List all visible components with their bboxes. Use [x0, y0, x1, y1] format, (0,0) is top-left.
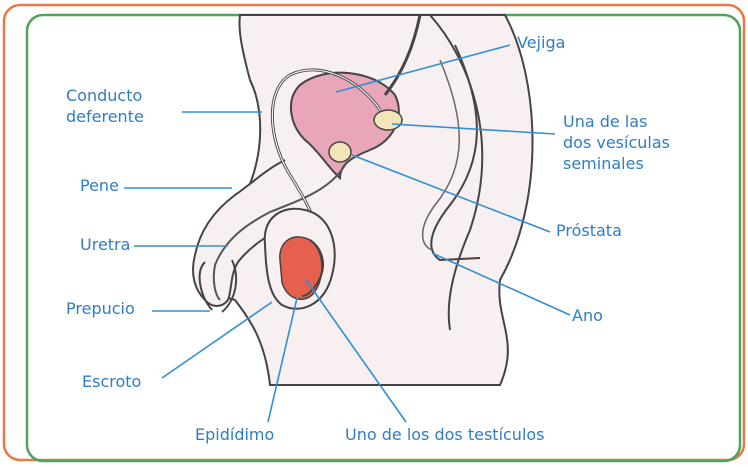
- label-prepucio: Prepucio: [66, 299, 135, 320]
- label-vesicula-line3: seminales: [563, 154, 670, 175]
- label-ano: Ano: [572, 306, 603, 327]
- leader-escroto: [162, 302, 272, 378]
- label-vesicula: Una de las dos vesículas seminales: [563, 112, 670, 174]
- label-vejiga: Vejiga: [517, 33, 565, 54]
- label-vesicula-line1: Una de las: [563, 112, 670, 133]
- prostate: [329, 142, 351, 162]
- label-uretra: Uretra: [80, 235, 130, 256]
- label-prostata: Próstata: [556, 221, 622, 242]
- label-testiculo: Uno de los dos testículos: [345, 425, 545, 446]
- label-escroto: Escroto: [82, 372, 141, 393]
- seminal-vesicle: [374, 110, 402, 130]
- label-conducto-line1: Conducto: [66, 86, 144, 107]
- label-vesicula-line2: dos vesículas: [563, 133, 670, 154]
- label-pene: Pene: [80, 176, 119, 197]
- label-conducto-line2: deferente: [66, 107, 144, 128]
- label-conducto: Conducto deferente: [66, 86, 144, 128]
- label-epididimo: Epidídimo: [195, 425, 274, 446]
